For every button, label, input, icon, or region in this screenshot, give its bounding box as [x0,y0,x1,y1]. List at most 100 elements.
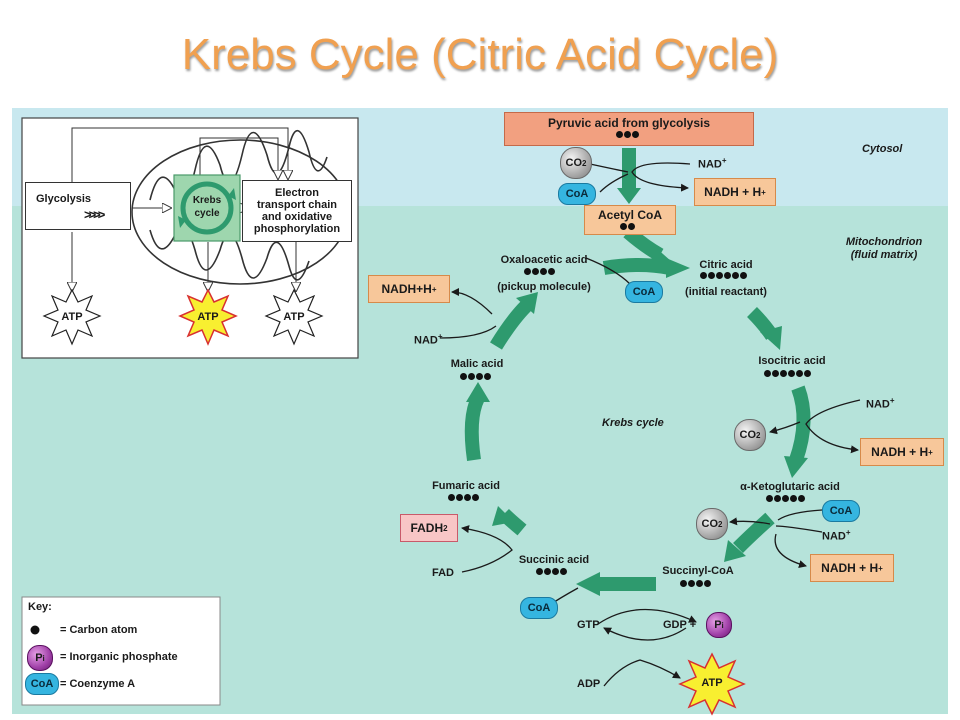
inset-etc-label-3: and oxidative [261,211,333,223]
nadh-pyruvate-box: NADH + H+ [694,178,776,206]
pi-subscript: i [721,620,724,630]
fumaric-carbons [448,494,479,501]
ketoglutaric-label: α-Ketoglutaric acid [740,481,840,493]
carbon-atom-icon [688,580,695,587]
inset-glycolysis-box: Glycolysis [25,182,131,230]
carbon-atom-icon [708,272,715,279]
co2-subscript: 2 [718,519,723,529]
carbon-atom-icon [790,495,797,502]
nad-ketoglutaric-label: NAD+ [822,526,851,544]
carbon-atom-icon [796,370,803,377]
krebs-cycle-arrowheads [466,188,808,596]
inset-etc-label-4: phosphorylation [253,223,341,235]
nad-sup: + [721,156,727,165]
coa-label: CoA [829,505,853,517]
carbon-atom-icon [704,580,711,587]
nadh-text: NADH + H [704,185,762,199]
coa-label: CoA [30,678,54,690]
coa-released-pill: CoA [625,281,663,303]
nadh-text: NADH + H [821,561,879,575]
isocitric-label: Isocitric acid [758,355,826,367]
nad-pyruvate-label: NAD+ [698,154,727,172]
co2-label: CO [565,157,583,169]
carbon-atom-icon [524,268,531,275]
fadh2-text: FADH [410,521,444,535]
coa-pyruvate-pill: CoA [558,183,596,205]
carbon-atom-icon [724,272,731,279]
inset-etc-box: Electron transport chain and oxidative p… [242,180,352,242]
succinic-label: Succinic acid [518,554,590,566]
pyruvate-box: Pyruvic acid from glycolysis [504,112,754,146]
co2-subscript: 2 [756,430,761,440]
atp-starburst-2-icon [178,288,238,346]
carbon-atom-icon [716,272,723,279]
carbon-atom-icon [548,268,555,275]
oxaloacetic-label: Oxaloacetic acid [500,254,588,266]
key-coenzyme-label: = Coenzyme A [60,678,136,690]
citric-label: Citric acid [699,259,753,271]
nadh-sup: + [431,284,437,294]
carbon-atom-icon [536,568,543,575]
carbon-atom-icon [616,131,623,138]
inset-atp-3-label: ATP [283,311,305,323]
side-reaction-arrows [439,162,861,687]
carbon-atom-icon [552,568,559,575]
nad-text: NAD [822,530,846,543]
carbon-atom-icon [456,494,463,501]
carbon-atom-icon [464,494,471,501]
key-title: Key: [28,601,52,613]
oxaloacetic-sublabel: (pickup molecule) [497,281,591,293]
nadh-text: NADH+H [381,282,432,296]
gdp-label: GDP + [663,619,697,631]
inset-arrows [72,127,296,290]
carbon-atom-icon [804,370,811,377]
gtp-label: GTP [577,619,600,631]
inset-etc-label-2: transport chain [256,199,338,211]
carbon-atom-icon [624,131,631,138]
nadh-isocitric-box: NADH + H+ [860,438,944,466]
carbon-atom-icon [772,370,779,377]
carbon-atom-icon [700,272,707,279]
atp-starburst-main-icon [678,652,746,716]
krebs-cycle-icon [180,181,234,235]
nadh-ketoglutaric-box: NADH + H+ [810,554,894,582]
malic-label: Malic acid [450,358,504,370]
carbon-atom-icon [540,268,547,275]
key-carbon-label: = Carbon atom [60,624,138,636]
carbon-atom-icon [766,495,773,502]
carbon-atom-icon [544,568,551,575]
carbon-atom-icon [484,373,491,380]
coa-label: CoA [632,286,656,298]
nad-malic-label: NAD+ [414,330,443,348]
nadh-malic-box: NADH+H+ [368,275,450,303]
coa-succinic-pill: CoA [520,597,558,619]
carbon-atom-icon [620,223,627,230]
nadh-text: NADH + H [871,445,929,459]
nadh-sup: + [928,447,933,457]
nad-sup: + [889,396,895,405]
co2-subscript: 2 [582,158,587,168]
cytosol-label: Cytosol [862,143,903,155]
carbon-atom-icon [774,495,781,502]
inset-krebs-label-2: cycle [194,208,220,219]
nad-sup: + [437,332,443,341]
nad-sup: + [845,528,851,537]
nadh-sup: + [878,563,883,573]
carbon-atom-icon [788,370,795,377]
carbon-atom-icon [732,272,739,279]
ketoglutaric-carbons [766,495,805,502]
succinyl-carbons [680,580,711,587]
oxaloacetic-carbons [524,268,555,275]
acetyl-coa-label: Acetyl CoA [597,208,662,222]
pi-text: P [714,619,722,631]
pi-subscript: i [42,653,45,663]
inset-arrows-glyph: >>>> [84,207,105,222]
nadh-sup: + [761,187,766,197]
fumaric-label: Fumaric acid [432,480,500,492]
succinic-carbons [536,568,567,575]
carbon-atom-icon [740,272,747,279]
